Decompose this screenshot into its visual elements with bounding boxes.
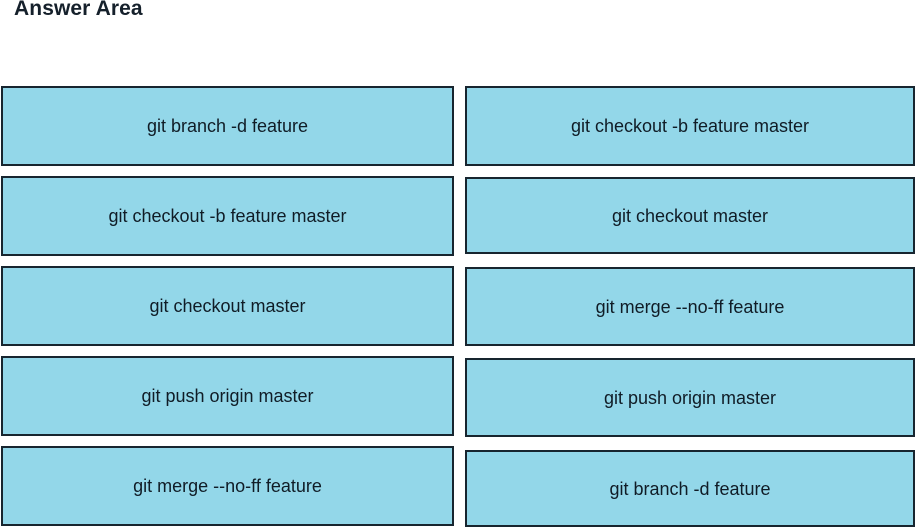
option-label: git checkout -b feature master [108, 206, 347, 226]
option-label: git push origin master [141, 386, 314, 406]
option-box[interactable]: git branch -d feature [1, 86, 454, 166]
option-label: git push origin master [603, 387, 777, 408]
option-box[interactable]: git branch -d feature [465, 450, 915, 527]
option-box[interactable]: git push origin master [465, 358, 915, 437]
option-label: git merge --no-ff feature [595, 296, 785, 317]
page-title: Answer Area [14, 0, 143, 20]
option-box[interactable]: git merge --no-ff feature [465, 267, 915, 346]
option-box[interactable]: git push origin master [1, 356, 454, 436]
option-box[interactable]: git checkout master [1, 266, 454, 346]
option-label: git checkout master [611, 205, 769, 226]
option-column-answer: git checkout -b feature master git check… [465, 86, 915, 527]
option-label: git branch -d feature [609, 478, 771, 499]
option-label: git checkout master [149, 296, 306, 316]
option-column-source: git branch -d feature git checkout -b fe… [1, 86, 454, 527]
option-box[interactable]: git checkout master [465, 177, 915, 254]
option-label: git merge --no-ff feature [133, 476, 322, 496]
option-label: git branch -d feature [146, 116, 309, 136]
option-box[interactable]: git checkout -b feature master [1, 176, 454, 256]
option-box[interactable]: git merge --no-ff feature [1, 446, 454, 526]
option-label: git checkout -b feature master [570, 116, 810, 136]
option-box[interactable]: git checkout -b feature master [465, 86, 915, 166]
